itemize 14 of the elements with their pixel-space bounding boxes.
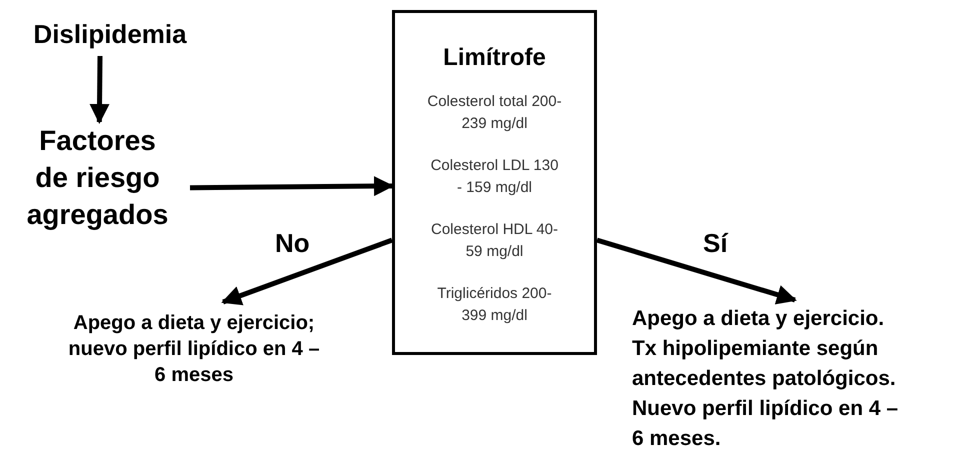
outcome-label: Apego a dieta y ejercicio. Tx hipolipemiante según antecedentes patológicos. Nuevo perfil lipídico en 4 – 6 meses. [632,306,900,452]
outcome-label: Apego a dieta y ejercicio; nuevo perfil lipídico en 4 – 6 meses [67,311,321,388]
arrow [596,238,797,304]
risk-factors-label: Factores de riesgo agregados [26,124,170,232]
arrow [90,56,110,124]
range-text: Triglicéridos 200-399 mg/dl [436,284,553,326]
arrow [190,176,394,196]
start-label: Dislipidemia [33,18,187,51]
criteria-box [392,10,597,355]
range-text: Colesterol total 200-239 mg/dl [427,92,562,134]
range-text: Colesterol LDL 130 - 159 mg/dl [430,156,560,198]
range-text: Colesterol HDL 40-59 mg/dl [430,220,559,262]
box-heading: Limítrofe [443,43,546,73]
arrow [221,238,393,306]
